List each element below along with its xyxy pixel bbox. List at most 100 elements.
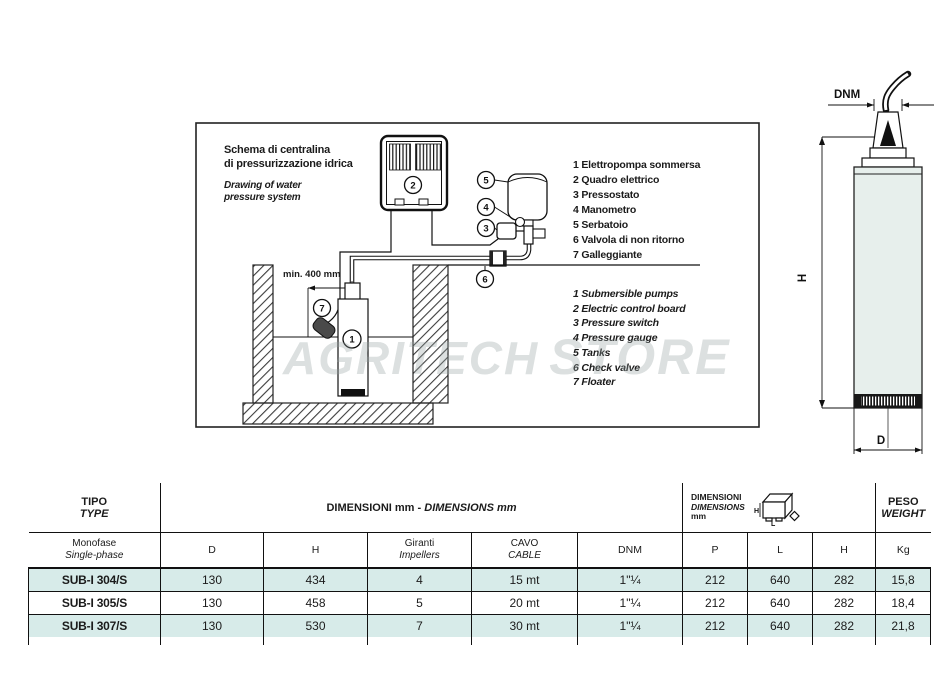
legend-english: 1 Submersible pumps 2 Electric control b…: [573, 287, 686, 390]
cavo-label: CAVO: [510, 538, 539, 549]
col-header-h2: H: [811, 532, 876, 569]
cell-h2: 282: [811, 568, 876, 592]
box-icon-l: L: [771, 521, 776, 527]
cell-kg: 21,8: [875, 614, 932, 637]
cell-dnm: 1"¼: [577, 591, 683, 615]
cell-dnm: 1"¼: [577, 568, 683, 592]
cell-h2: 282: [811, 614, 876, 637]
pump-strainer: [341, 389, 365, 396]
table-row: SUB-I 305/S 130 458 5 20 mt 1"¼ 212 640 …: [28, 591, 932, 615]
dimensions-label-sep: -: [414, 501, 425, 514]
h-label: H: [797, 274, 809, 282]
watermark-text-1: AGRITECH: [283, 332, 540, 384]
weight-label-it: PESO: [887, 495, 919, 508]
col-header-h: H: [263, 532, 368, 569]
cell-cable: 20 mt: [471, 591, 578, 615]
col-header-kg: Kg: [875, 532, 931, 569]
legend-item: 4 Pressure gauge: [573, 332, 658, 345]
dnm-label: DNM: [834, 89, 860, 101]
cell-l: 640: [747, 614, 813, 637]
packing-label-it: DIMENSIONI: [691, 492, 742, 503]
tank-riser: [523, 225, 534, 245]
check-valve: [489, 250, 507, 267]
pressure-system-diagram: 1 2 3 4 5 6 7: [195, 122, 760, 428]
power-cable: [882, 70, 912, 114]
min-depth-label: min. 400 mm: [283, 269, 341, 280]
callout-board: [403, 175, 423, 195]
pit-wall-left: [252, 264, 274, 404]
callout-switch: [476, 218, 496, 238]
dimensions-group-header: DIMENSIONI mm - DIMENSIONS mm: [160, 483, 683, 533]
legend-item: 3 Pressostato: [573, 189, 640, 201]
packing-label-en: DIMENSIONS: [691, 501, 745, 512]
pit-wall-right: [412, 264, 449, 404]
h-dimension: [819, 136, 874, 409]
callout-floater: [312, 298, 332, 318]
watermark-text-2: STORE: [549, 329, 731, 385]
diagram-title-en-line1: Drawing of water: [224, 180, 302, 191]
diagram-title-it: Schema di centralina di pressurizzazione…: [224, 143, 353, 171]
weight-group-header: PESO WEIGHT: [875, 483, 931, 533]
cell-p: 212: [682, 614, 748, 637]
switch-wire: [431, 210, 499, 246]
cell-kg: 18,4: [875, 591, 932, 615]
packing-box-icon: H L: [754, 491, 800, 527]
cell-d: 130: [160, 614, 264, 637]
pump-cable-wire: [339, 210, 392, 298]
pressure-gauge: [514, 216, 526, 228]
cell-l: 640: [747, 591, 813, 615]
callout-tank-num: 5: [483, 176, 489, 187]
col-header-d: D: [160, 532, 264, 569]
cell-dnm: 1"¼: [577, 614, 683, 637]
cell-model: SUB-I 305/S: [28, 591, 161, 615]
cable-label: CABLE: [508, 550, 541, 561]
tipo-label-en: TYPE: [79, 507, 109, 520]
spec-table: TIPO TYPE DIMENSIONI mm - DIMENSIONS mm …: [28, 483, 932, 645]
legend-item: 6 Valvola di non ritorno: [573, 234, 685, 246]
cell-cable: 15 mt: [471, 568, 578, 592]
tank: [507, 173, 548, 221]
callout-tank: [476, 170, 496, 190]
pit-bottom: [242, 402, 434, 425]
cell-d: 130: [160, 568, 264, 592]
tipo-group-header: TIPO TYPE: [28, 483, 161, 533]
weight-label-en: WEIGHT: [881, 507, 926, 520]
delivery-pipe: [349, 243, 532, 299]
cell-cable: 30 mt: [471, 614, 578, 637]
table-row: SUB-I 304/S 130 434 4 15 mt 1"¼ 212 640 …: [28, 568, 932, 592]
callout-floater-num: 7: [319, 304, 324, 315]
legend-item: 1 Elettropompa sommersa: [573, 159, 701, 171]
side-port: [532, 228, 546, 239]
monofase-label: Monofase: [72, 538, 117, 549]
cell-impellers: 7: [367, 614, 472, 637]
legend-item: 1 Submersible pumps: [573, 288, 679, 300]
legend-item: 4 Manometro: [573, 204, 637, 216]
cell-kg: 15,8: [875, 568, 932, 592]
callout-gauge: [476, 197, 496, 217]
impellers-label: Impellers: [399, 550, 440, 561]
callout-pump: [342, 329, 362, 349]
cell-h: 458: [263, 591, 368, 615]
d-label: D: [877, 435, 885, 447]
col-header-model: Monofase Single-phase: [28, 532, 161, 569]
cell-model: SUB-I 304/S: [28, 568, 161, 592]
table-column-header-row: Monofase Single-phase D H Giranti Impell…: [28, 532, 931, 569]
table-group-header-row: TIPO TYPE DIMENSIONI mm - DIMENSIONS mm …: [28, 483, 931, 533]
well-pit: [242, 264, 449, 425]
legend-italian: 1 Elettropompa sommersa 2 Quadro elettri…: [573, 158, 700, 263]
vent-slats-left: [389, 143, 411, 171]
legend-item: 7 Floater: [573, 376, 615, 389]
floater: [312, 317, 336, 339]
dimensions-label-en: DIMENSIONS mm: [424, 501, 517, 514]
packing-group-header: DIMENSIONI DIMENSIONS mm: [682, 483, 877, 533]
cell-d: 130: [160, 591, 264, 615]
electric-control-board: [379, 134, 449, 212]
diagram-border: [195, 122, 760, 428]
d-dimension: [853, 408, 923, 454]
diagram-title-en-line2: pressure system: [224, 192, 301, 203]
callout-board-num: 2: [410, 181, 415, 192]
col-header-cable: CAVO CABLE: [471, 532, 578, 569]
dnm-dimension: [828, 99, 934, 111]
